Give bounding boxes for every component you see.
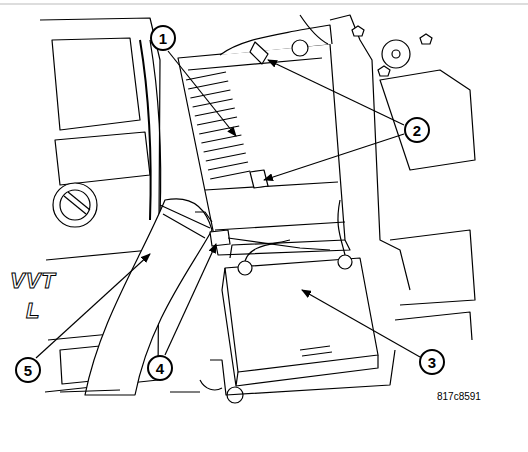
engine-cover-text: L (26, 298, 40, 324)
figure-number: 817c8591 (436, 391, 482, 402)
leader-lines (36, 51, 420, 358)
callout-number: 4 (147, 355, 173, 381)
callout-number: 2 (404, 117, 430, 143)
callout-number: 3 (419, 349, 445, 375)
callout-number: 1 (150, 25, 176, 51)
callout-number: 5 (15, 357, 41, 383)
engine-cover-text: VVT (10, 268, 56, 294)
